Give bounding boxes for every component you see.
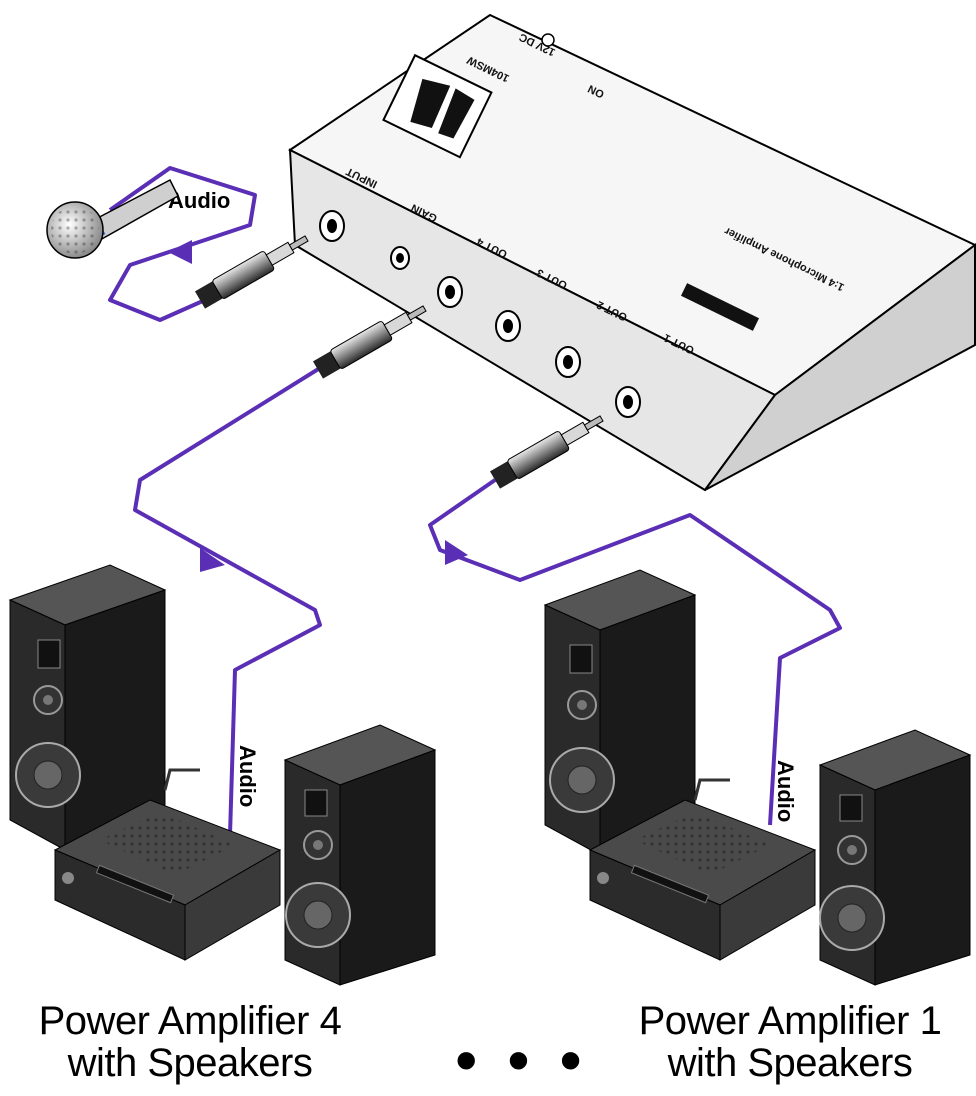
caption-left-line1: Power Amplifier 4 <box>38 999 342 1043</box>
microphone-icon <box>46 178 179 259</box>
speaker-icon <box>8 564 167 851</box>
caption-power-amplifier-4: Power Amplifier 4 with Speakers <box>20 1000 360 1084</box>
amplifier-icon <box>588 799 817 961</box>
speaker-icon <box>818 729 972 986</box>
caption-power-amplifier-1: Power Amplifier 1 with Speakers <box>620 1000 960 1084</box>
brand-logo-icon <box>382 53 493 159</box>
power-amplifier-4-set <box>8 564 437 986</box>
ellipsis-indicator: • • • <box>455 1024 588 1096</box>
microphone-amplifier-device: 104MSW 12V DC ON 1:4 Microphone Amplifie… <box>288 13 976 492</box>
out1-jack <box>615 386 641 418</box>
out4-jack <box>437 276 463 308</box>
mic-cable-label: Audio <box>168 188 230 213</box>
amp4-cable-label: Audio <box>235 745 260 807</box>
arrow-icon <box>200 548 225 572</box>
amplifier-icon <box>53 799 282 961</box>
amp4-cable <box>133 366 322 836</box>
amp1-cable-label: Audio <box>773 760 798 822</box>
mic-plug <box>195 235 309 309</box>
caption-right-line1: Power Amplifier 1 <box>638 999 942 1043</box>
input-jack <box>319 210 345 242</box>
out3-jack <box>495 310 521 342</box>
arrow-icon <box>168 240 192 264</box>
amp4-plug <box>313 305 427 379</box>
speaker-icon <box>283 724 437 986</box>
arrow-icon <box>445 540 468 565</box>
gain-knob <box>390 246 410 270</box>
power-amplifier-1-set <box>543 569 972 986</box>
caption-left-line2: with Speakers <box>67 1041 313 1085</box>
caption-right-line2: with Speakers <box>667 1041 913 1085</box>
cable-direction-arrows <box>168 240 468 572</box>
amp1-plug <box>490 415 604 489</box>
amp1-cable <box>428 478 842 826</box>
out2-jack <box>555 346 581 378</box>
speaker-icon <box>543 569 697 856</box>
